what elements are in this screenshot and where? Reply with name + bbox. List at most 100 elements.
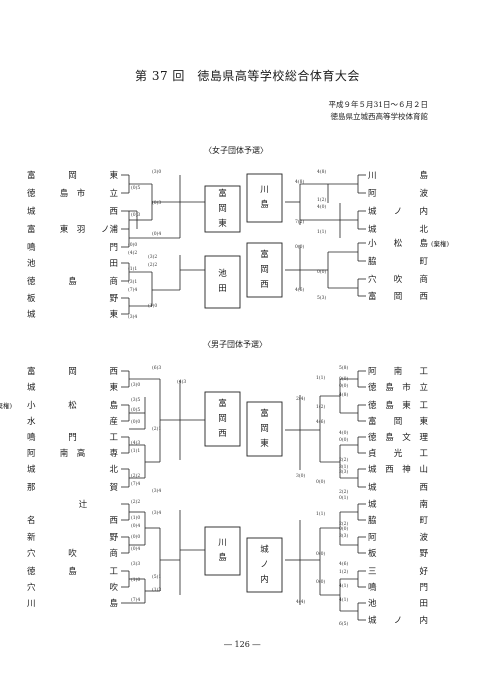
finalist-box <box>246 173 283 223</box>
team-name-part: 城 <box>27 383 36 393</box>
team-name-part: 光 <box>393 449 403 459</box>
team-name: 富岡東 <box>27 169 118 181</box>
match-score: 3(3) <box>339 534 349 539</box>
team-name-part: 穴 <box>27 583 36 593</box>
team-name-part: 新 <box>27 533 36 543</box>
match-score: (3)5 <box>131 398 141 403</box>
team-name-part: 田 <box>419 599 428 609</box>
match-score: (6)3 <box>152 366 162 371</box>
team-name-part: 東 羽 <box>59 225 86 235</box>
team-name-part: 工 <box>419 449 428 459</box>
team-name-part: 島 文 <box>385 433 411 443</box>
finalist-box <box>246 242 283 298</box>
match-score: (1)1 <box>131 449 141 454</box>
match-score: (3)0 <box>131 383 141 388</box>
team-name-part: 野 <box>109 294 118 304</box>
match-score: (0)5 <box>131 186 141 191</box>
match-score: (0)4 <box>131 524 141 529</box>
team-name: 徳島 市立 <box>368 381 428 393</box>
team-name-part: 商 <box>109 549 118 559</box>
team-name-part: ノ <box>393 616 403 626</box>
team-name: 富 東 羽 ノ浦 <box>27 223 118 235</box>
team-name-part: 城 <box>368 483 377 493</box>
team-name-part: 立 <box>419 383 428 393</box>
team-name-part: 島 市 <box>59 189 86 199</box>
team-name-part: 田 <box>109 259 118 269</box>
match-score: (3)0 <box>152 170 162 175</box>
team-name: 徳島 東工 <box>368 399 428 411</box>
team-name-part: 山 <box>419 465 428 475</box>
match-score: 0(0) <box>339 377 349 382</box>
team-name-part: 西 <box>109 207 118 217</box>
team-name-part: 工 <box>419 367 428 377</box>
team-name-part: 板 <box>368 549 377 559</box>
match-score: 2(2) <box>339 458 349 463</box>
team-name-part: 板 <box>27 294 36 304</box>
team-name: 阿南 高専 <box>27 447 118 459</box>
team-name-part: 貞 <box>368 449 377 459</box>
team-name-part: 三 <box>368 567 377 577</box>
team-name-part: 町 <box>419 257 428 267</box>
match-score: (1)0 <box>131 578 141 583</box>
match-score: 0(0) <box>316 480 326 485</box>
team-name-part: 穴 <box>368 275 377 285</box>
team-name: 城ノ内 <box>368 614 428 626</box>
match-score: (3)4 <box>152 511 162 516</box>
team-name: 徳島工 <box>27 565 118 577</box>
team-name-part: 徳 <box>368 433 377 443</box>
team-name-part: 産 <box>109 417 118 427</box>
team-name-part: 城 <box>368 500 377 510</box>
match-score: 4(6) <box>295 288 305 293</box>
team-name-part: 富 <box>27 225 36 235</box>
team-name-part: 鳴 <box>27 243 36 253</box>
team-name-part: 徳 <box>368 401 377 411</box>
finalist-box <box>204 255 241 309</box>
match-score: 7(2) <box>295 220 305 225</box>
match-score: (4)3 <box>131 441 141 446</box>
team-name-part: 島 <box>68 277 77 287</box>
team-name-part: 阿 <box>27 449 36 459</box>
match-score: (0)0 <box>131 535 141 540</box>
team-name: 板野 <box>368 547 428 559</box>
match-score: (1)0 <box>148 304 158 309</box>
team-name-part: 那 <box>27 483 36 493</box>
team-name-part: 南 <box>393 367 403 377</box>
match-score: (2)2 <box>148 263 158 268</box>
team-name-part: 川 <box>368 171 377 181</box>
team-name-part: 島 東 <box>385 401 411 411</box>
team-name: 穴吹商 <box>368 273 428 285</box>
team-name: 徳島 市立 <box>27 187 118 199</box>
match-score: 4(6) <box>316 420 326 425</box>
team-name-part: 阿 <box>368 533 377 543</box>
team-name-part: 北 <box>109 465 118 475</box>
team-name-part: 波 <box>419 533 428 543</box>
team-name-part: 徳 <box>27 189 36 199</box>
team-name-part: 島 <box>419 239 428 249</box>
team-name: 川島 <box>27 597 118 609</box>
team-name: 小松島 <box>27 399 118 411</box>
team-name-part: 門 <box>419 583 428 593</box>
match-score: (2)2 <box>131 500 141 505</box>
team-name-part: 東 <box>109 310 118 320</box>
match-score: (5)1 <box>152 575 162 580</box>
match-score: (3)1 <box>128 280 138 285</box>
team-name-part: 内 <box>419 207 428 217</box>
match-score: (0)4 <box>152 232 162 237</box>
page-title: 第 37 回 徳島県高等学校総合体育大会 <box>135 69 360 83</box>
match-score: 0(0) <box>339 438 349 443</box>
finalist-name: 富岡西 <box>218 398 227 439</box>
team-name-part: ノ浦 <box>100 225 118 235</box>
match-score: 4(8) <box>295 180 305 185</box>
team-name-part: 脇 <box>368 257 377 267</box>
match-score: 1(2) <box>317 198 327 203</box>
team-name-part: 理 <box>419 433 428 443</box>
match-score: (0)0 <box>131 420 141 425</box>
team-name-part: 吹 <box>109 583 118 593</box>
match-score: 5(8) <box>339 366 349 371</box>
match-score: 3(0) <box>296 474 306 479</box>
match-score: 2(2) <box>339 490 349 495</box>
team-name: 城北 <box>368 223 428 235</box>
match-score: 5(3) <box>317 296 327 301</box>
finalist-name: 川島 <box>260 185 269 210</box>
